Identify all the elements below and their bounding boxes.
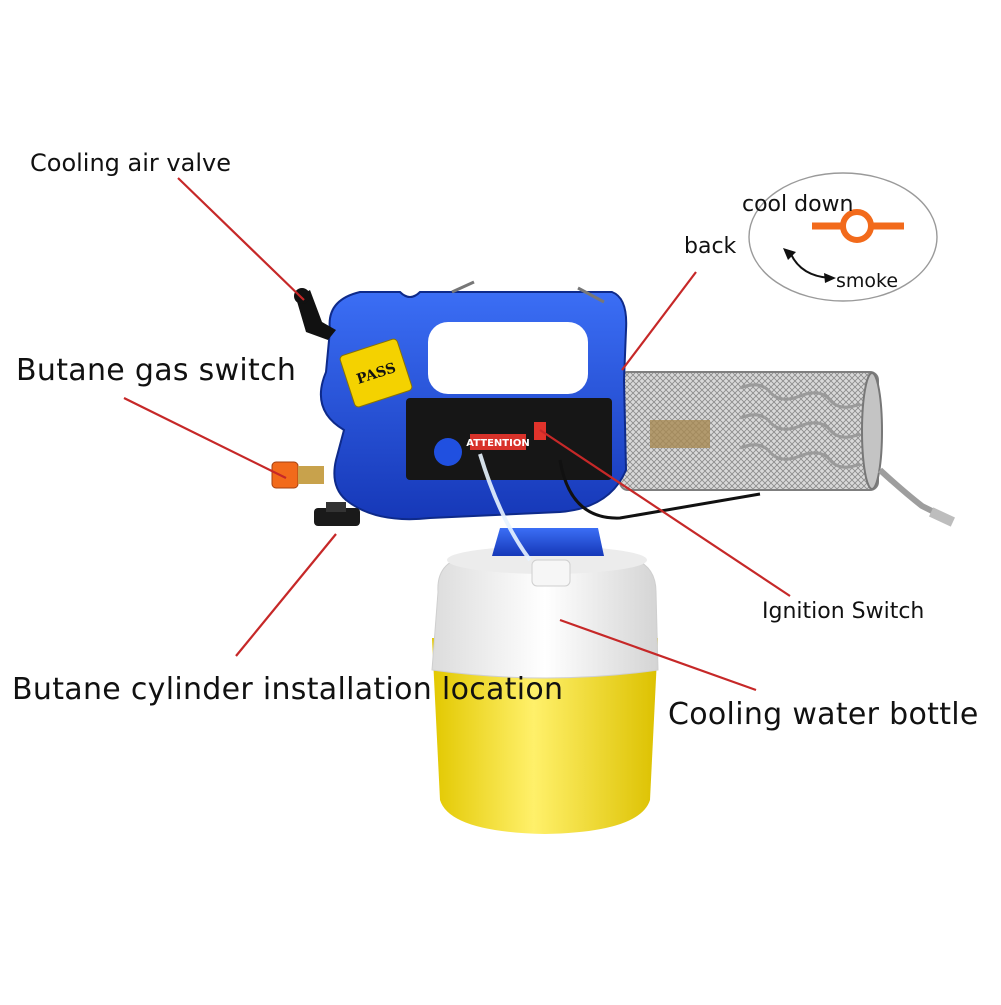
panel-title: ATTENTION xyxy=(466,438,529,449)
leader-butane-gas-switch xyxy=(123,397,287,479)
combustion-chamber xyxy=(619,371,955,527)
outlet-pipe xyxy=(877,467,952,523)
leader-back xyxy=(621,271,697,371)
label-butane-cylinder-location: Butane cylinder installation location xyxy=(12,672,564,707)
valve-symbol-icon xyxy=(812,209,904,243)
inset-label-cool-down: cool down xyxy=(742,192,854,217)
inset-diagram xyxy=(748,172,938,302)
inset-ellipse xyxy=(748,172,938,302)
leader-cooling-air-valve xyxy=(177,177,305,301)
leader-cylinder-location xyxy=(235,533,337,657)
handle-opening xyxy=(428,322,588,394)
cylinder-clamp-icon xyxy=(314,502,360,526)
label-ignition-switch: Ignition Switch xyxy=(762,599,925,624)
label-back: back xyxy=(684,234,737,259)
leader-ignition-switch xyxy=(539,429,791,597)
butane-gas-switch-icon xyxy=(271,461,324,489)
label-cooling-water-bottle: Cooling water bottle xyxy=(668,697,979,732)
inset-label-smoke: smoke xyxy=(836,270,899,292)
fogger-body: ATTENTION PASS xyxy=(319,280,761,562)
pass-badge xyxy=(339,338,413,408)
cooling-water-bottle xyxy=(431,528,659,834)
leader-lines xyxy=(123,177,791,692)
label-cooling-air-valve: Cooling air valve xyxy=(30,149,231,177)
label-butane-gas-switch: Butane gas switch xyxy=(16,353,297,388)
cooling-air-valve-icon xyxy=(294,288,336,340)
rotation-arrow-icon xyxy=(789,251,831,279)
leader-cooling-water-bottle xyxy=(559,618,757,692)
